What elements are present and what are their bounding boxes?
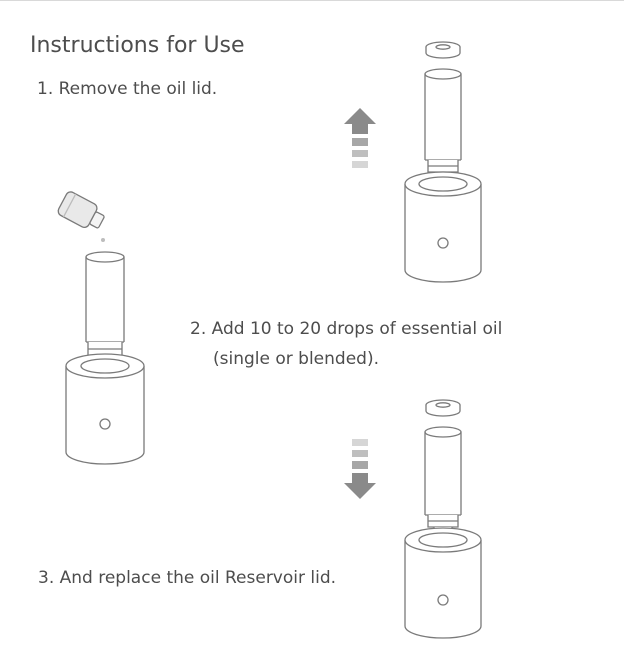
oil-reservoir-tube-icon (424, 68, 462, 183)
step-2-line-1: 2. Add 10 to 20 drops of essential oil (190, 319, 503, 339)
diffuser-base-icon (65, 353, 145, 465)
top-divider (0, 0, 624, 1)
step-2-text: 2. Add 10 to 20 drops of essential oil (… (190, 314, 502, 374)
essential-oil-bottle-icon (57, 191, 105, 229)
step-3-illustration (404, 399, 482, 639)
oil-reservoir-tube-icon (85, 251, 125, 367)
page-title: Instructions for Use (30, 33, 245, 58)
arrow-up-icon (344, 108, 376, 168)
step-2-line-2: (single or blended). (213, 349, 379, 369)
step-3-text: 3. And replace the oil Reservoir lid. (38, 568, 337, 588)
diffuser-base-icon (404, 171, 482, 283)
arrow-down-icon (344, 439, 376, 499)
reservoir-lid-icon (425, 399, 461, 417)
diffuser-base-icon (404, 527, 482, 639)
step-2-illustration (57, 191, 145, 465)
step-1-illustration (404, 41, 482, 283)
oil-reservoir-tube-icon (424, 426, 462, 538)
step-1-text: 1. Remove the oil lid. (37, 79, 218, 99)
reservoir-lid-icon (425, 41, 461, 59)
